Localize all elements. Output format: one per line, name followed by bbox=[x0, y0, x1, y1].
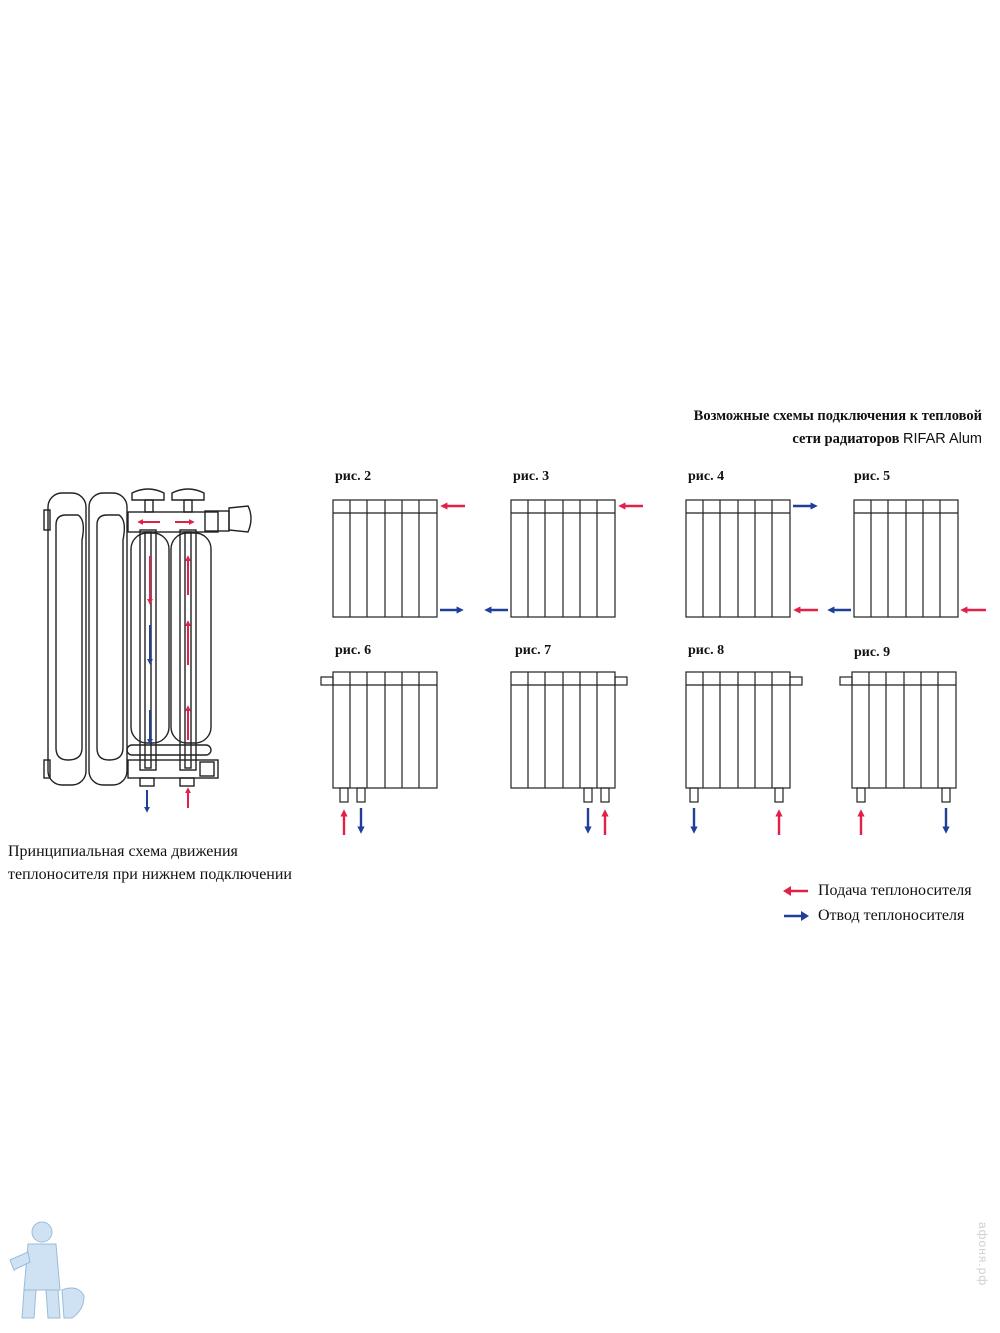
principle-radiator bbox=[43, 488, 252, 787]
title-line-2: сети радиаторов RIFAR Alum bbox=[792, 431, 982, 447]
connection-arrows bbox=[340, 502, 986, 835]
fig-8-radiator bbox=[685, 671, 803, 803]
blue-arrow-icon bbox=[784, 910, 809, 921]
red-arrow-icon bbox=[783, 885, 808, 896]
plumber-mascot-icon bbox=[9, 1221, 85, 1319]
watermark: афоня.рф bbox=[976, 1222, 990, 1287]
legend: Подача теплоносителя Отвод теплоносителя bbox=[782, 878, 972, 928]
fig-6-radiator bbox=[320, 671, 438, 803]
fig-9-radiator bbox=[839, 671, 957, 803]
fig-label-3: рис. 3 bbox=[513, 469, 550, 484]
legend-supply: Подача теплоносителя bbox=[782, 878, 972, 903]
principle-flow-arrows bbox=[137, 519, 195, 813]
diagram-title: Возможные схемы подключения к тепловой с… bbox=[694, 405, 982, 451]
brand-name: RIFAR Alum bbox=[903, 431, 982, 447]
fig-7-radiator bbox=[510, 671, 628, 803]
fig-2-radiator bbox=[332, 499, 438, 618]
fig-label-5: рис. 5 bbox=[854, 469, 891, 484]
fig-4-radiator bbox=[685, 499, 791, 618]
fig-label-2: рис. 2 bbox=[335, 469, 372, 484]
fig-label-4: рис. 4 bbox=[688, 469, 725, 484]
title-line-1: Возможные схемы подключения к тепловой bbox=[693, 408, 982, 424]
principle-caption: Принципиальная схема движения теплоносит… bbox=[8, 843, 292, 883]
fig-label-6: рис. 6 bbox=[335, 643, 372, 658]
fig-label-8: рис. 8 bbox=[688, 643, 725, 658]
legend-return: Отвод теплоносителя bbox=[782, 903, 972, 928]
fig-label-9: рис. 9 bbox=[854, 645, 891, 660]
fig-3-radiator bbox=[510, 499, 616, 618]
fig-label-7: рис. 7 bbox=[515, 643, 552, 658]
fig-5-radiator bbox=[853, 499, 959, 618]
